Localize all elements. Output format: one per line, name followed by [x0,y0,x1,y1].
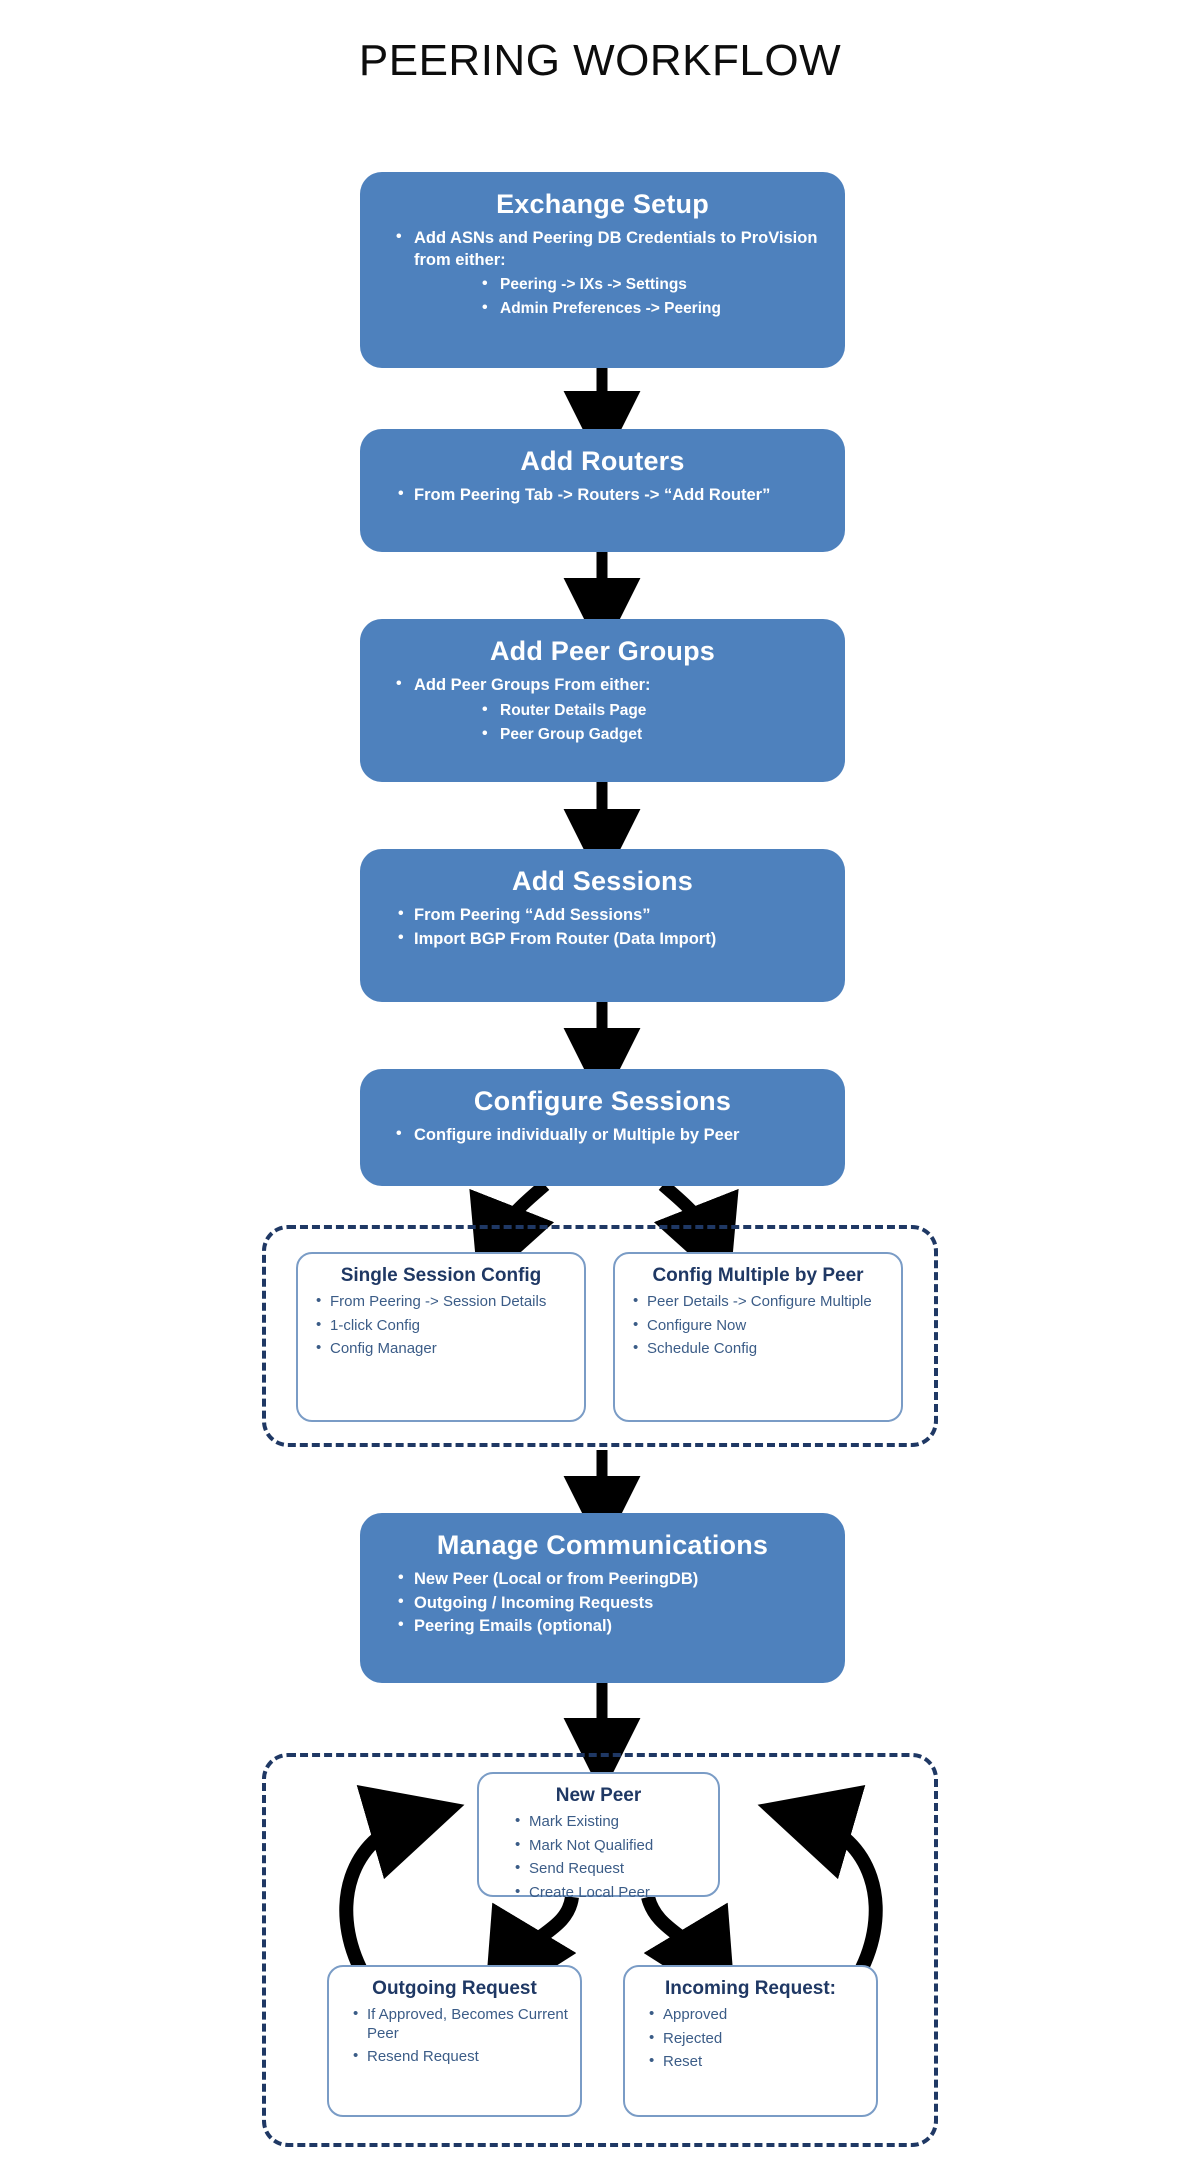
node-configure-sessions[interactable]: Configure Sessions Configure individuall… [360,1069,845,1186]
list-item: Configure individually or Multiple by Pe… [388,1124,831,1146]
subnode-title: Outgoing Request [372,1978,537,1999]
list-item: Configure Now [625,1316,891,1336]
list-item: Mark Not Qualified [507,1836,708,1856]
list-item: Peer Details -> Configure Multiple [625,1292,891,1312]
list-item: Config Manager [308,1339,574,1359]
list-item: Create Local Peer [507,1883,708,1903]
list-item: Add ASNs and Peering DB Credentials to P… [388,227,831,271]
node-title: Add Sessions [512,866,693,896]
node-title: Add Peer Groups [489,636,716,666]
bullet-list: From Peering Tab -> Routers -> “Add Rout… [390,484,831,506]
sub-bullet-list: Router Details Page Peer Group Gadget [474,700,831,745]
subnode-title: Incoming Request: [664,1978,836,1999]
list-item: New Peer (Local or from PeeringDB) [390,1568,831,1590]
node-title: Configure Sessions [473,1086,732,1116]
list-item: Peer Group Gadget [474,724,831,745]
list-item: Import BGP From Router (Data Import) [390,928,831,950]
bullet-list: New Peer (Local or from PeeringDB) Outgo… [390,1568,831,1637]
subnode-title: Config Multiple by Peer [652,1265,864,1286]
list-item: Approved [641,2005,866,2025]
node-add-routers[interactable]: Add Routers From Peering Tab -> Routers … [360,429,845,552]
list-item: Peering -> IXs -> Settings [474,274,831,295]
bullet-list: Add ASNs and Peering DB Credentials to P… [388,227,831,271]
node-add-peer-groups[interactable]: Add Peer Groups Add Peer Groups From eit… [360,619,845,782]
node-manage-communications[interactable]: Manage Communications New Peer (Local or… [360,1513,845,1683]
list-item: Peering Emails (optional) [390,1615,831,1637]
bullet-list: From Peering -> Session Details 1-click … [308,1292,574,1359]
bullet-list: From Peering “Add Sessions” Import BGP F… [390,904,831,950]
list-item: Router Details Page [474,700,831,721]
group-communications-states [262,1753,938,2147]
node-title: Add Routers [520,446,685,476]
subnode-config-multiple-by-peer[interactable]: Config Multiple by Peer Peer Details -> … [613,1252,903,1422]
page-title: PEERING WORKFLOW [358,36,842,85]
subnode-incoming-request[interactable]: Incoming Request: Approved Rejected Rese… [623,1965,878,2117]
list-item: Add Peer Groups From either: [388,674,831,696]
bullet-list: Configure individually or Multiple by Pe… [388,1124,831,1146]
list-item: Admin Preferences -> Peering [474,298,831,319]
list-item: 1-click Config [308,1316,574,1336]
list-item: Resend Request [345,2047,570,2067]
bullet-list: Approved Rejected Reset [641,2005,866,2072]
subnode-title: Single Session Config [340,1265,542,1286]
list-item: Send Request [507,1859,708,1879]
group-config-options [262,1225,938,1447]
subnode-outgoing-request[interactable]: Outgoing Request If Approved, Becomes Cu… [327,1965,582,2117]
list-item: From Peering “Add Sessions” [390,904,831,926]
subnode-title: New Peer [555,1785,642,1806]
node-exchange-setup[interactable]: Exchange Setup Add ASNs and Peering DB C… [360,172,845,368]
bullet-list: Add Peer Groups From either: [388,674,831,696]
list-item: From Peering Tab -> Routers -> “Add Rout… [390,484,831,506]
list-item: If Approved, Becomes Current Peer [345,2005,570,2044]
bullet-list: If Approved, Becomes Current Peer Resend… [345,2005,570,2067]
bullet-list: Peer Details -> Configure Multiple Confi… [625,1292,891,1359]
list-item: Schedule Config [625,1339,891,1359]
node-title: Exchange Setup [496,189,709,219]
list-item: Mark Existing [507,1812,708,1832]
list-item: Reset [641,2052,866,2072]
list-item: Rejected [641,2029,866,2049]
bullet-list: Mark Existing Mark Not Qualified Send Re… [507,1812,708,1903]
subnode-new-peer[interactable]: New Peer Mark Existing Mark Not Qualifie… [477,1772,720,1902]
node-title: Manage Communications [436,1530,769,1560]
list-item: Outgoing / Incoming Requests [390,1592,831,1614]
list-item: From Peering -> Session Details [308,1292,574,1312]
subnode-single-session-config[interactable]: Single Session Config From Peering -> Se… [296,1252,586,1422]
sub-bullet-list: Peering -> IXs -> Settings Admin Prefere… [474,274,831,319]
node-add-sessions[interactable]: Add Sessions From Peering “Add Sessions”… [360,849,845,1002]
